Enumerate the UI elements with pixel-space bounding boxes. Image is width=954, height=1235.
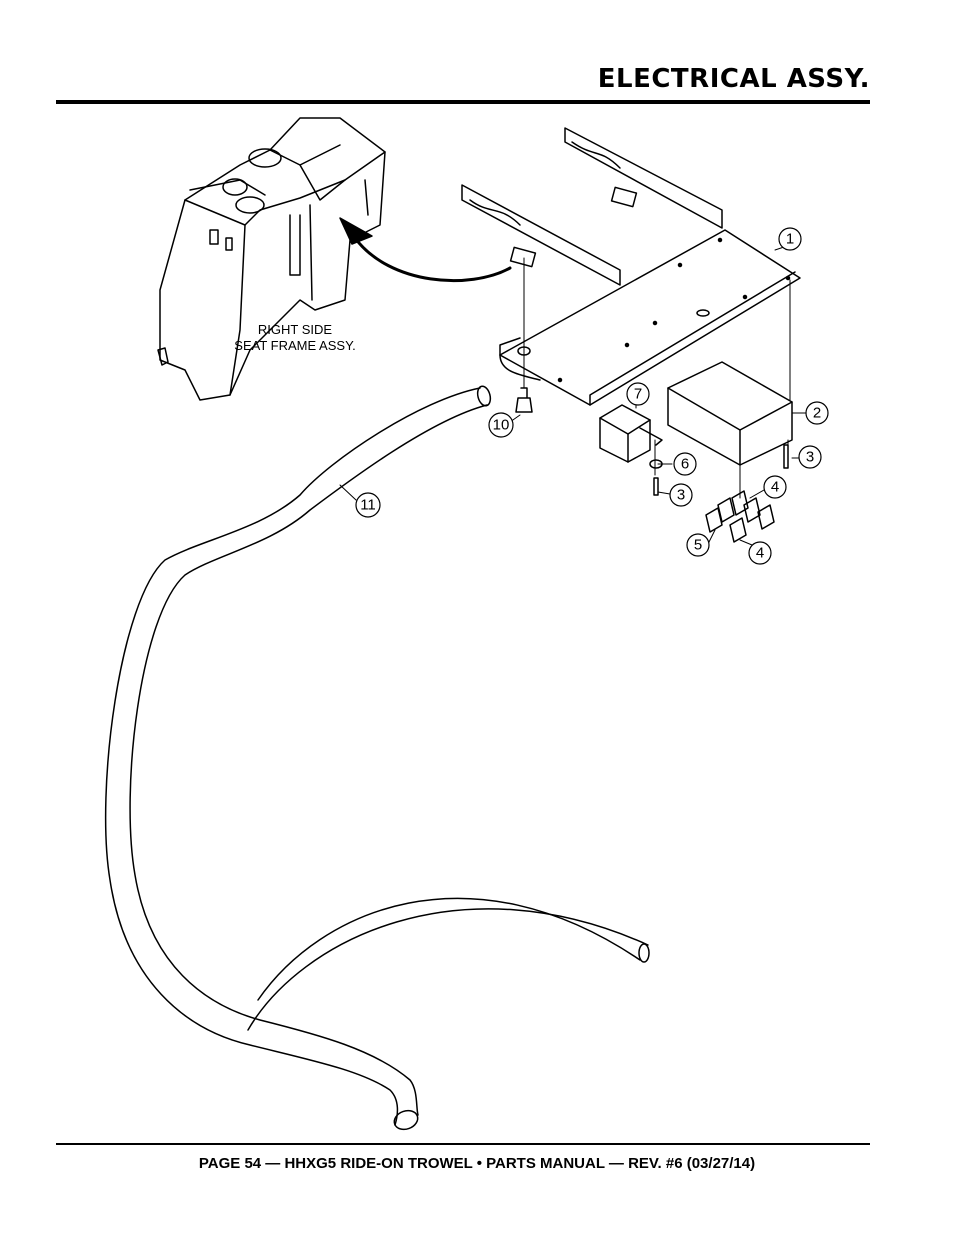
location-arrow-head [339,217,373,245]
screw-3-right [783,444,789,469]
hose [104,385,650,1131]
callout-3b-label: 3 [677,487,685,504]
callout-5-label: 5 [694,537,702,554]
bolt-10 [515,387,533,413]
seat-frame-label-line2: SEAT FRAME ASSY. [234,338,356,353]
callout-1 [778,227,802,251]
callout-7-label: 7 [634,386,642,403]
callout-4a [763,475,787,499]
callout-3a [798,445,822,469]
fuse-set [705,490,775,543]
callout-2 [805,401,829,425]
leader-lines [339,244,807,546]
control-module-box [667,361,793,466]
callout-2-label: 2 [813,405,821,422]
callout-6-label: 6 [681,456,689,473]
callout-1-label: 1 [786,231,794,248]
callouts [355,227,829,565]
callout-3a-label: 3 [806,449,814,466]
seat-frame-assembly [157,117,386,401]
mounting-rails [461,127,723,286]
callout-11 [355,492,381,518]
callout-4a-label: 4 [771,479,779,496]
page-footer: PAGE 54 — HHXG5 RIDE-ON TROWEL • PARTS M… [198,1155,756,1172]
location-arrow [353,236,512,283]
footer-rule [56,1143,870,1145]
page-title: ELECTRICAL ASSY. [597,64,870,94]
callout-4b [748,541,772,565]
callout-11-label: 11 [360,497,376,514]
callout-4b-label: 4 [756,545,764,562]
header-rule [56,100,870,104]
callout-5 [686,533,710,557]
seat-frame-label: RIGHT SIDE SEAT FRAME ASSY. [218,322,372,354]
callout-3b [669,483,693,507]
relay [599,404,663,463]
screw-3-left [653,477,659,496]
seat-frame-label-line1: RIGHT SIDE [257,322,333,337]
callout-6 [673,452,697,476]
callout-7 [626,382,650,406]
electrical-plate [499,229,801,406]
callout-10 [488,412,514,438]
callout-10-label: 10 [493,417,510,434]
